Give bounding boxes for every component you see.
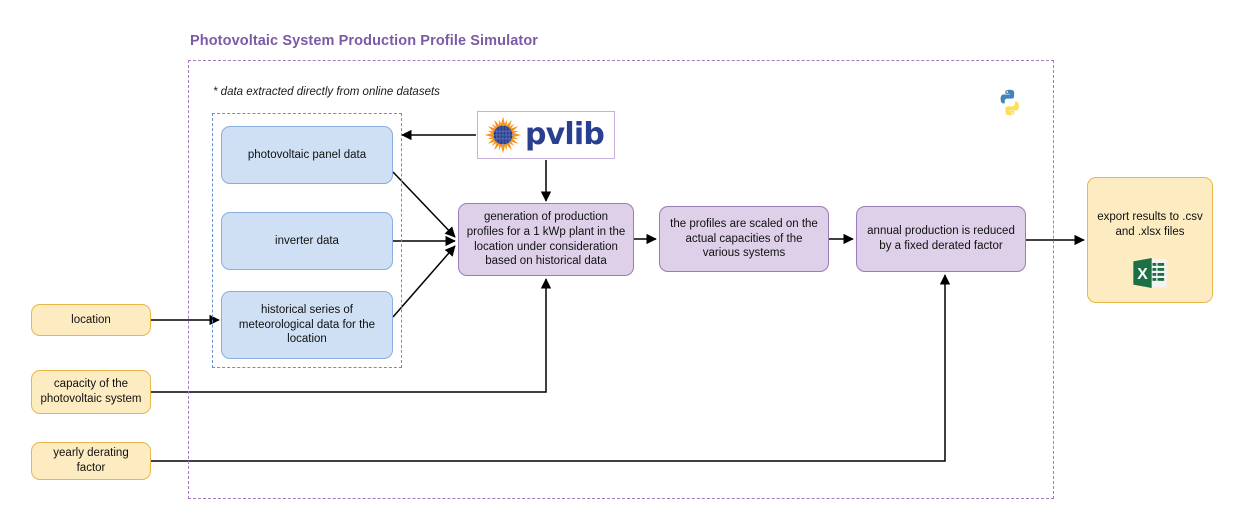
excel-icon: X <box>1133 258 1167 289</box>
edge-panel-data-to-generation <box>392 171 456 238</box>
pvlib-logo-card[interactable]: pvlib <box>477 111 615 159</box>
node-label: historical series of meteorological data… <box>238 303 376 346</box>
online-datasets-group <box>212 113 402 368</box>
node-label: the profiles are scaled on the actual ca… <box>670 217 818 260</box>
node-label: annual production is reduced by a fixed … <box>867 225 1015 252</box>
pvlib-sun-icon <box>484 116 522 154</box>
edge-capacity-to-generation <box>151 278 552 393</box>
edge-meteo-to-generation <box>392 245 456 318</box>
node-label: location <box>71 313 111 326</box>
node-meteorological-data[interactable]: historical series of meteorological data… <box>221 291 393 359</box>
node-profiles-scaled-to-capacity[interactable]: the profiles are scaled on the actual ca… <box>659 206 829 272</box>
node-generation-of-production-profiles[interactable]: generation of production profiles for a … <box>458 203 634 276</box>
node-annual-production-derated[interactable]: annual production is reduced by a fixed … <box>856 206 1026 272</box>
page-title: Photovoltaic System Production Profile S… <box>190 33 539 49</box>
node-label: generation of production profiles for a … <box>466 211 626 268</box>
svg-text:X: X <box>1137 266 1148 283</box>
node-label: photovoltaic panel data <box>247 148 367 161</box>
python-icon <box>1000 89 1019 116</box>
export-label: export results to .csv and .xlsx files <box>1097 211 1203 238</box>
edge-derating-factor-to-derating <box>151 274 951 462</box>
datasets-note: * data extracted directly from online da… <box>213 86 440 98</box>
node-input-location[interactable]: location <box>31 304 151 336</box>
pvlib-wordmark: pvlib <box>525 117 605 152</box>
node-export-results[interactable]: export results to .csv and .xlsx files X <box>1087 177 1213 303</box>
node-input-capacity[interactable]: capacity of the photovoltaic system <box>31 370 151 414</box>
node-label: inverter data <box>275 234 339 247</box>
node-label: yearly derating factor <box>53 447 129 474</box>
node-photovoltaic-panel-data[interactable]: photovoltaic panel data <box>221 126 393 184</box>
node-label: capacity of the photovoltaic system <box>40 378 142 405</box>
node-input-yearly-derating-factor[interactable]: yearly derating factor <box>31 442 151 480</box>
simulator-boundary <box>188 60 1054 499</box>
node-inverter-data[interactable]: inverter data <box>221 212 393 270</box>
